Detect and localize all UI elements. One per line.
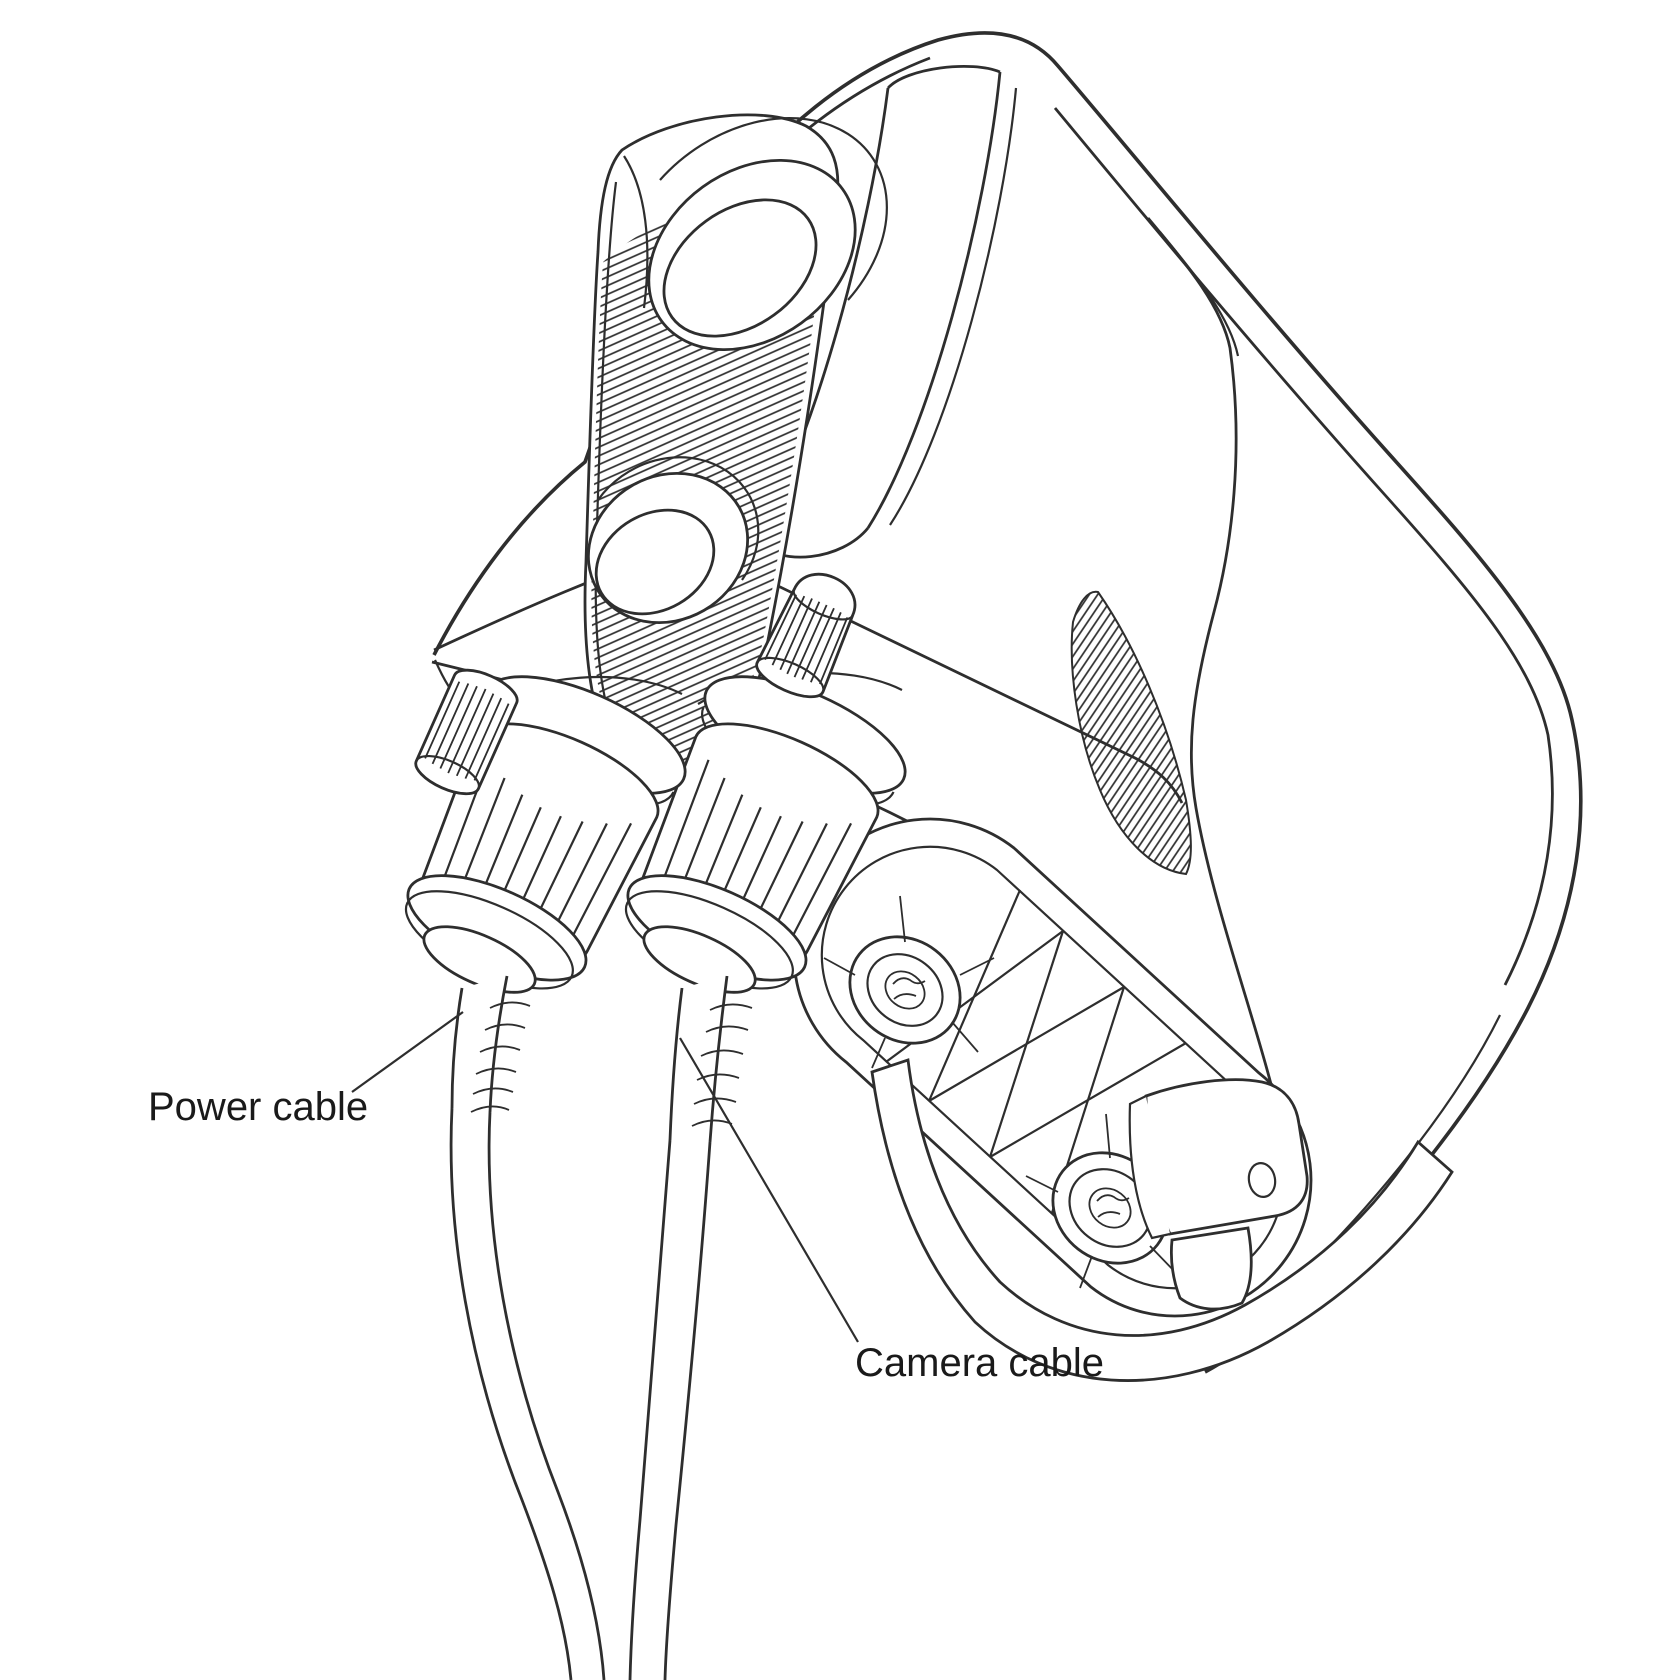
camera-cable-label: Camera cable	[855, 1341, 1104, 1385]
strap-band	[870, 1058, 1454, 1382]
camera-connector	[624, 572, 907, 1680]
receiver-lens	[586, 456, 760, 625]
laser-lens	[647, 117, 888, 352]
spring-coil	[691, 1003, 753, 1127]
power-cable	[449, 975, 606, 1680]
screw-head-icon	[1096, 1194, 1130, 1218]
grip-hatch	[1070, 590, 1192, 876]
locking-thumbscrew-left	[414, 668, 519, 796]
boss-spokes	[823, 895, 995, 1069]
side-band-line-2	[1159, 231, 1240, 357]
strap-buckle	[1128, 1078, 1309, 1311]
strap	[870, 1058, 1454, 1382]
power-cable-label: Power cable	[148, 1085, 368, 1129]
side-band-line	[1146, 217, 1282, 1179]
power-connector	[404, 668, 687, 1680]
locking-thumbscrew-right	[755, 572, 857, 699]
camera-cable	[628, 975, 753, 1680]
lens-panel	[583, 113, 888, 783]
lens-panel-curl	[623, 155, 649, 309]
spring-coil	[470, 1001, 531, 1113]
annotations: Power cable Camera cable	[148, 1011, 1104, 1385]
screw-head-icon	[892, 977, 926, 1000]
device-body	[431, 31, 1583, 1374]
knurl-ribs	[424, 681, 510, 781]
screw-boss-upper	[823, 895, 995, 1069]
top-right-chamfer	[1053, 107, 1554, 986]
strap-tab	[1170, 1226, 1253, 1311]
knurl-ribs	[764, 594, 849, 685]
lens-panel-bevel	[594, 181, 619, 739]
camera-leader-line	[679, 1037, 859, 1343]
power-leader-line	[351, 1011, 464, 1093]
